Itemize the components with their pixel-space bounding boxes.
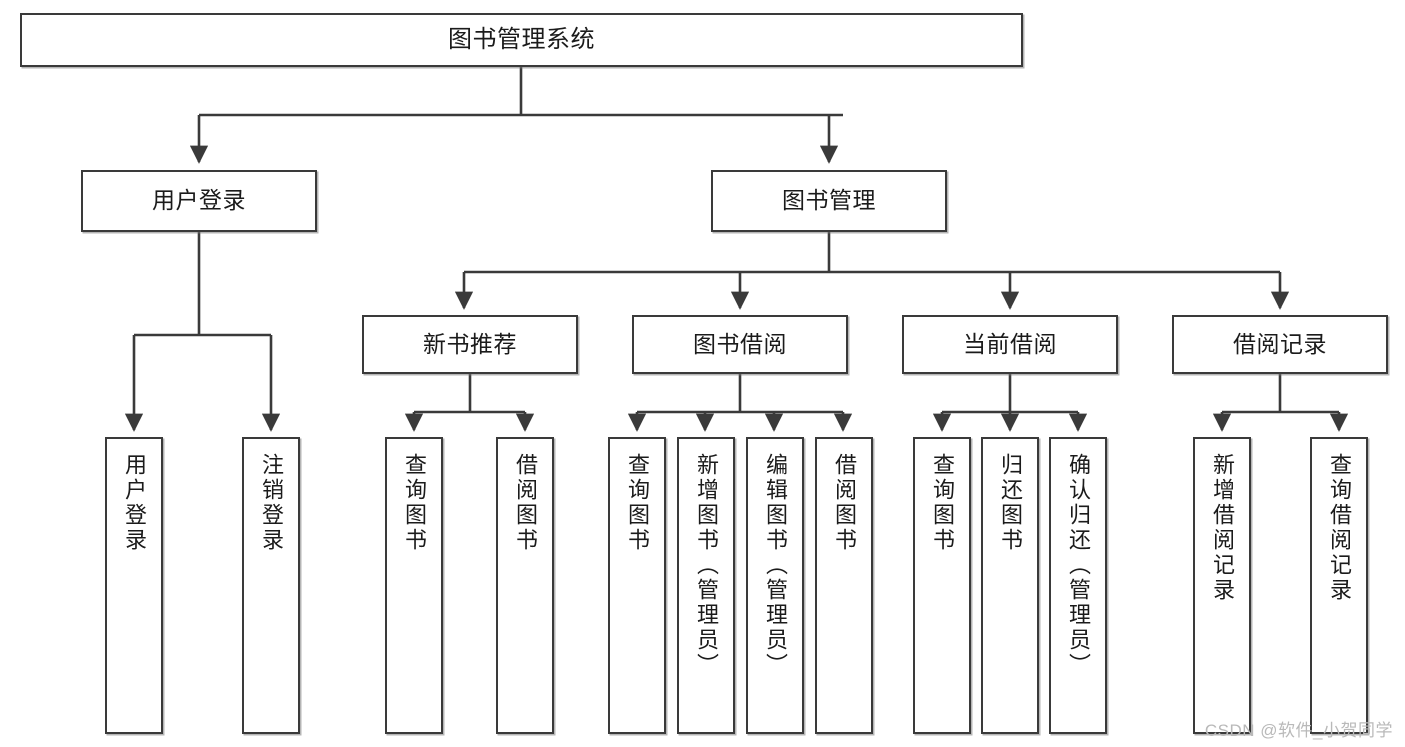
leaf-user-login-signin[interactable]: 用户登录: [105, 437, 163, 734]
node-label: 借阅图书: [832, 453, 857, 553]
leaf-recommend-borrow-book[interactable]: 借阅图书: [496, 437, 554, 734]
node-label: 查询图书: [402, 453, 427, 553]
node-label: 注销登录: [259, 453, 284, 553]
node-user-login[interactable]: 用户登录: [81, 170, 317, 232]
node-label: 新增图书（管理员）: [694, 453, 719, 678]
node-label: 用户登录: [122, 453, 147, 553]
node-label: 新书推荐: [423, 330, 517, 357]
node-label: 用户登录: [152, 187, 246, 214]
node-label: 查询图书: [930, 453, 955, 553]
leaf-record-query-record[interactable]: 查询借阅记录: [1310, 437, 1368, 734]
watermark: CSDN @软件_小贺同学: [1204, 721, 1393, 740]
leaf-user-login-signout[interactable]: 注销登录: [242, 437, 300, 734]
node-borrow-record[interactable]: 借阅记录: [1172, 315, 1388, 374]
node-label: 归还图书: [998, 453, 1023, 553]
node-label: 确认归还（管理员）: [1066, 453, 1091, 678]
leaf-current-query-book[interactable]: 查询图书: [913, 437, 971, 734]
node-label: 图书借阅: [693, 330, 787, 357]
node-label: 查询图书: [625, 453, 650, 553]
node-label: 查询借阅记录: [1327, 453, 1352, 603]
leaf-borrow-edit-book-admin[interactable]: 编辑图书（管理员）: [746, 437, 804, 734]
node-current-borrow[interactable]: 当前借阅: [902, 315, 1118, 374]
leaf-recommend-query-book[interactable]: 查询图书: [385, 437, 443, 734]
leaf-borrow-borrow-book[interactable]: 借阅图书: [815, 437, 873, 734]
leaf-current-return-book[interactable]: 归还图书: [981, 437, 1039, 734]
leaf-current-confirm-return-admin[interactable]: 确认归还（管理员）: [1049, 437, 1107, 734]
node-new-book-recommend[interactable]: 新书推荐: [362, 315, 578, 374]
leaf-borrow-add-book-admin[interactable]: 新增图书（管理员）: [677, 437, 735, 734]
node-label: 当前借阅: [963, 330, 1057, 357]
node-book-borrow[interactable]: 图书借阅: [632, 315, 848, 374]
node-label: 借阅记录: [1233, 330, 1327, 357]
node-label: 借阅图书: [513, 453, 538, 553]
leaf-record-add-record[interactable]: 新增借阅记录: [1193, 437, 1251, 734]
node-label: 新增借阅记录: [1210, 453, 1235, 603]
leaf-borrow-query-book[interactable]: 查询图书: [608, 437, 666, 734]
node-book-management[interactable]: 图书管理: [711, 170, 947, 232]
node-root-system[interactable]: 图书管理系统: [20, 13, 1023, 67]
node-label: 图书管理系统: [448, 25, 595, 53]
node-label: 图书管理: [782, 187, 876, 214]
node-label: 编辑图书（管理员）: [763, 453, 788, 678]
